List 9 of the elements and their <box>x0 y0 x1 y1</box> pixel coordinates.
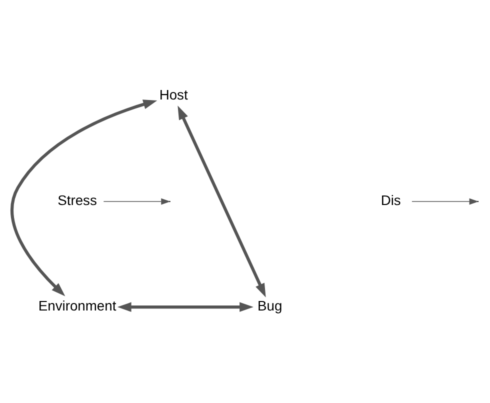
node-text: Bug <box>258 297 282 314</box>
node-text: Environment <box>38 297 116 314</box>
arrow <box>178 106 266 298</box>
arrow <box>117 302 254 312</box>
arrow <box>10 100 158 296</box>
node-text: Dis <box>380 192 401 208</box>
node-text: Host <box>159 86 188 102</box>
node-text: Stress <box>58 192 97 208</box>
arrow <box>103 198 170 205</box>
